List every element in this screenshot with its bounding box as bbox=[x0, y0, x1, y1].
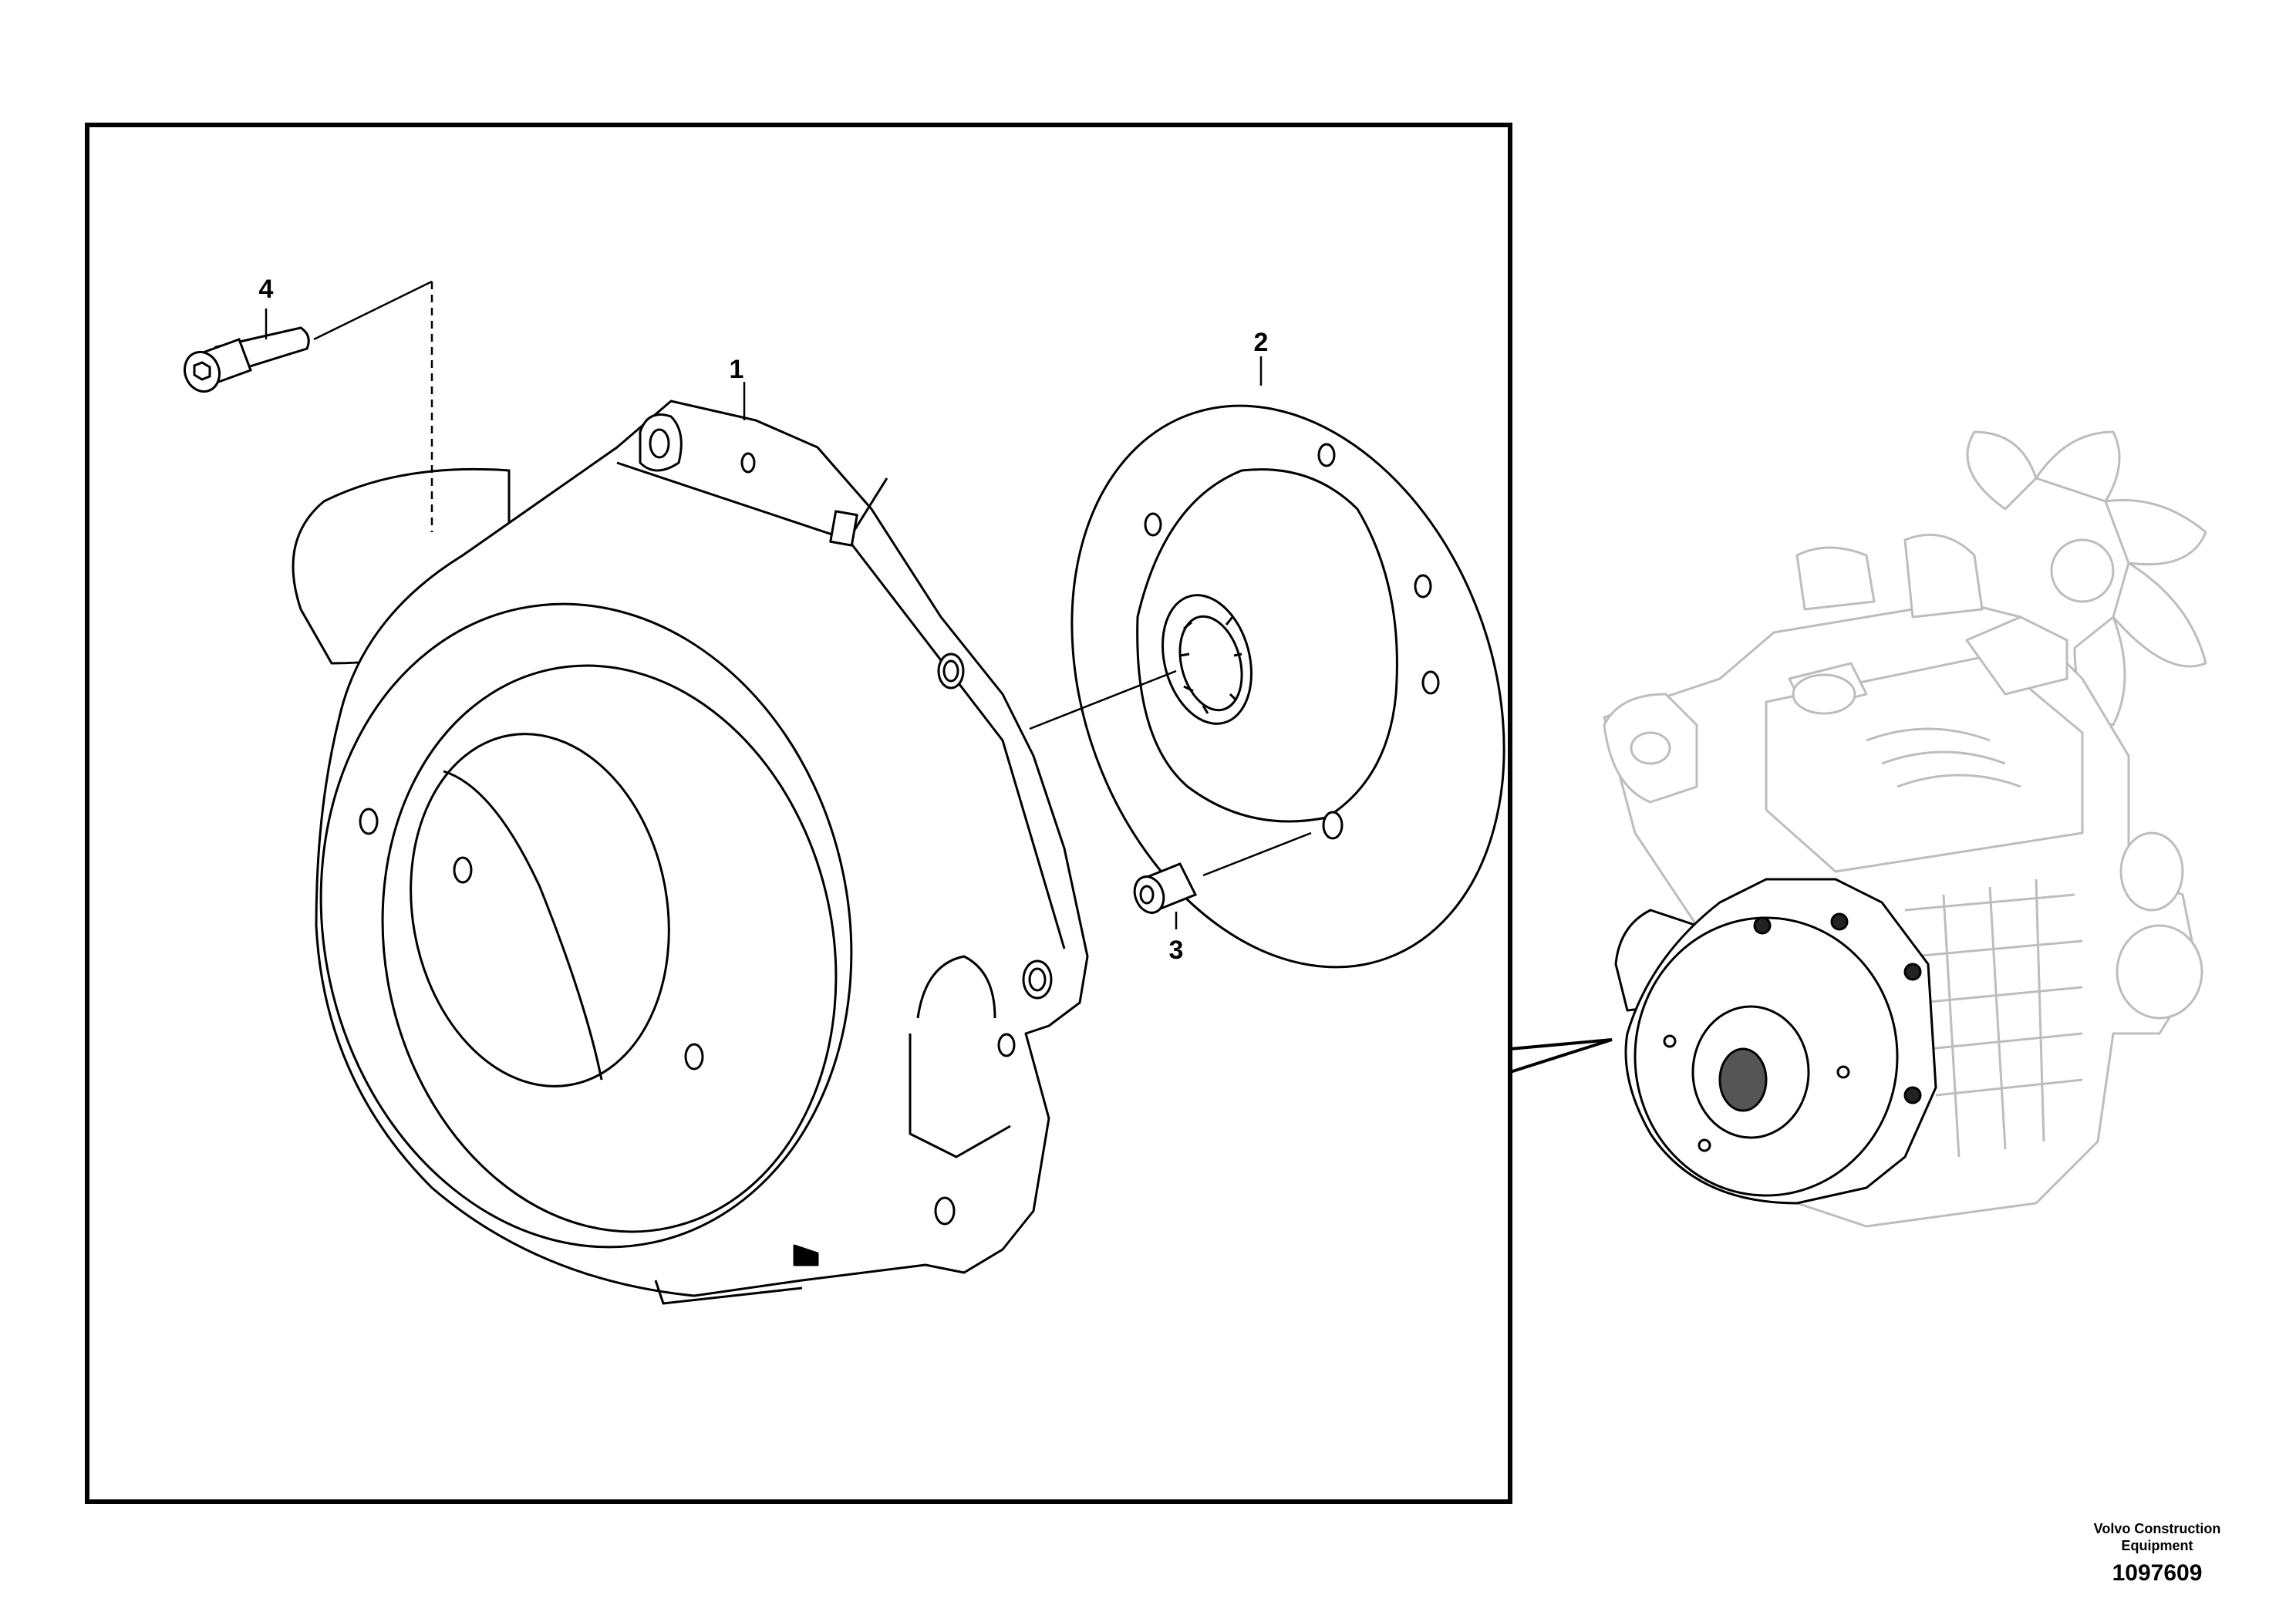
drawing-number: 1097609 bbox=[2112, 1560, 2203, 1586]
bolt-3 bbox=[1133, 862, 1198, 914]
callout-part-3: 3 bbox=[1169, 936, 1184, 965]
engine-flywheel-housing bbox=[1614, 878, 1937, 1205]
callout-part-1: 1 bbox=[730, 355, 744, 384]
company-name-line1: Volvo Construction bbox=[2093, 1521, 2221, 1536]
company-name-line2: Equipment bbox=[2121, 1538, 2193, 1553]
coupling-plate bbox=[1070, 404, 1505, 969]
detail-frame bbox=[85, 123, 1512, 1504]
cap-screw-4 bbox=[183, 326, 310, 393]
flywheel-housing bbox=[292, 400, 1089, 1305]
leader-lines bbox=[265, 280, 1613, 1074]
callout-part-4: 4 bbox=[259, 275, 274, 304]
callout-part-2: 2 bbox=[1254, 328, 1269, 357]
